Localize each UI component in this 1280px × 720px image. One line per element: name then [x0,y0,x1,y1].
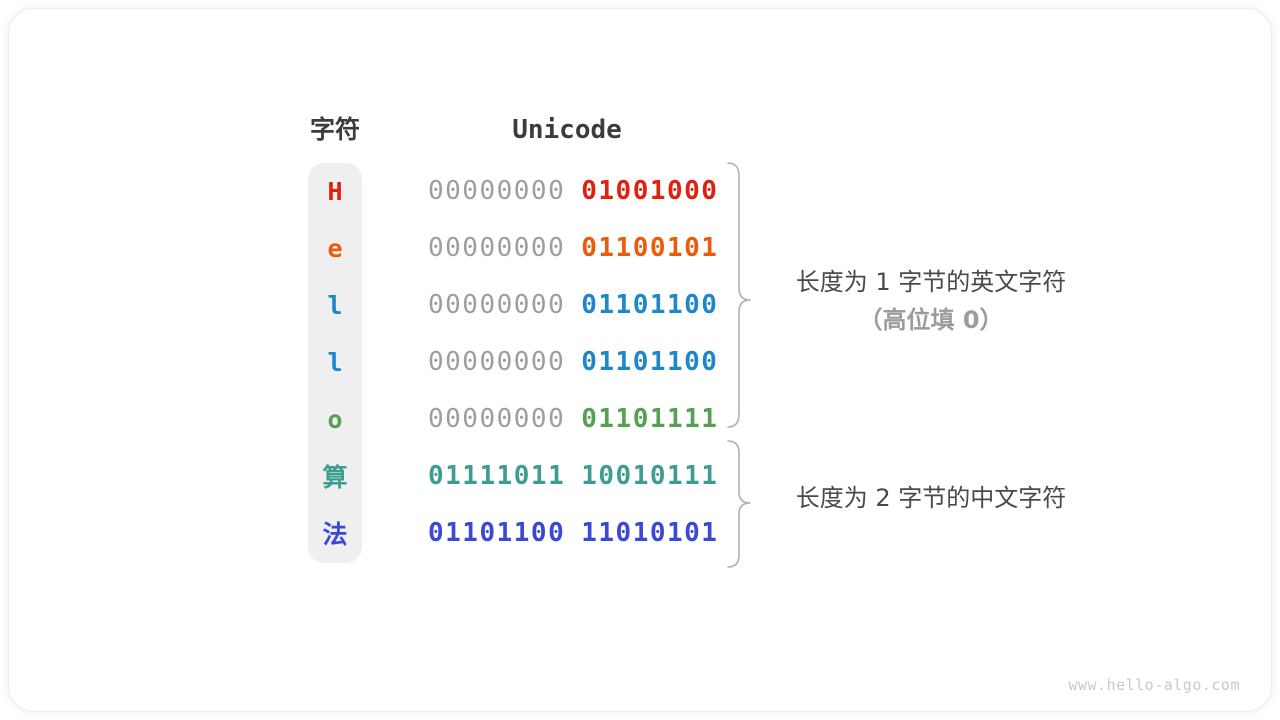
column-header-character: 字符 [309,115,360,144]
encoding-row-suan: 算 01111011 10010111 [308,456,718,496]
character-glyph: H [327,176,343,206]
curly-brace-icon [727,440,751,568]
binary-code: 01111011 10010111 [428,461,718,491]
encoding-row-H: H 00000000 01001000 [308,171,718,211]
character-column-background [308,163,362,563]
annotation-english-chars: 长度为 1 字节的英文字符 （高位填 0） [750,263,1112,339]
byte-low: 10010111 [581,461,719,491]
byte-high: 01101100 [428,518,566,548]
column-header-unicode: Unicode [512,115,622,145]
encoding-row-e: e 00000000 01100101 [308,228,718,268]
binary-code: 00000000 01001000 [428,176,718,206]
character-glyph: 算 [322,463,348,492]
byte-low: 01101100 [581,347,719,377]
watermark-url: www.hello-algo.com [1068,676,1240,694]
byte-high: 00000000 [428,347,566,377]
character-glyph: o [327,404,343,434]
encoding-row-l2: l 00000000 01101100 [308,342,718,382]
byte-high: 00000000 [428,233,566,263]
binary-code: 00000000 01101100 [428,347,718,377]
annotation-line: 长度为 2 字节的中文字符 [795,484,1067,512]
annotation-high-bits-note: （高位填 0） [858,306,1004,334]
character-glyph: l [327,347,343,377]
binary-code: 01101100 11010101 [428,518,718,548]
character-glyph: 法 [322,520,348,549]
character-glyph: e [327,233,343,263]
binary-code: 00000000 01100101 [428,233,718,263]
encoding-row-o: o 00000000 01101111 [308,399,718,439]
binary-code: 00000000 01101111 [428,404,718,434]
annotation-chinese-chars: 长度为 2 字节的中文字符 [750,479,1112,517]
binary-code: 00000000 01101100 [428,290,718,320]
byte-high: 00000000 [428,290,566,320]
byte-low: 01001000 [581,176,719,206]
byte-low: 11010101 [581,518,719,548]
byte-low: 01100101 [581,233,719,263]
curly-brace-icon [727,162,751,428]
byte-high: 01111011 [428,461,566,491]
annotation-line: 长度为 1 字节的英文字符 [795,268,1067,296]
byte-low: 01101100 [581,290,719,320]
byte-high: 00000000 [428,404,566,434]
encoding-row-fa: 法 01101100 11010101 [308,513,718,553]
diagram-card [8,8,1272,712]
byte-high: 00000000 [428,176,566,206]
byte-low: 01101111 [581,404,719,434]
character-glyph: l [327,290,343,320]
encoding-row-l1: l 00000000 01101100 [308,285,718,325]
